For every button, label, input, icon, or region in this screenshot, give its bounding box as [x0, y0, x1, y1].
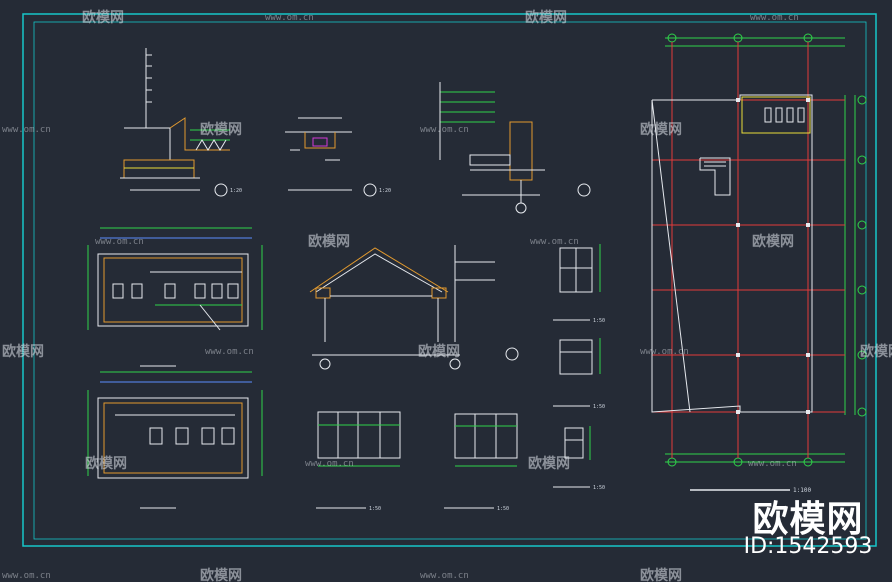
scale-label-detail-a: 1:20 — [230, 188, 242, 194]
watermark-text: 欧模网 — [640, 121, 682, 138]
detail-wall-footing: 1:20 — [120, 48, 242, 197]
watermark-url: www.om.cn — [265, 13, 314, 23]
toilet-plan-upper — [87, 227, 263, 367]
window-elevations: 1:50 1:50 — [316, 411, 518, 512]
watermark-text: 欧模网 — [528, 455, 570, 472]
watermark-text: 欧模网 — [200, 121, 242, 138]
watermark-text: 欧模网 — [752, 233, 794, 250]
watermark-url: www.om.cn — [750, 13, 799, 23]
inner-frame — [33, 21, 867, 540]
watermark-url: www.om.cn — [2, 125, 51, 135]
watermark-text: 欧模网 — [308, 233, 350, 250]
scale-label-door-c: 1:50 — [593, 485, 605, 491]
watermark-url: www.om.cn — [530, 237, 579, 247]
watermark-url: www.om.cn — [95, 237, 144, 247]
watermark-text: 欧模网 — [525, 9, 567, 26]
toilet-plan-lower — [87, 371, 263, 509]
watermark-text: 欧模网 — [640, 567, 682, 582]
watermark-url: www.om.cn — [205, 347, 254, 357]
watermark-text: 欧模网 — [418, 343, 460, 360]
door-elevations: 1:50 1:50 1:50 — [553, 244, 605, 491]
detail-wall-edge — [439, 82, 591, 214]
scale-label-door-b: 1:50 — [593, 404, 605, 410]
watermark-text: 欧模网 — [2, 343, 44, 360]
watermark-url: www.om.cn — [748, 459, 797, 469]
watermark-url: www.om.cn — [2, 571, 51, 581]
detail-drain-pit: 1:20 — [285, 117, 391, 197]
scale-label-window-a: 1:50 — [369, 506, 381, 512]
outer-frame — [22, 13, 877, 547]
watermark-text: 欧模网 — [860, 343, 892, 360]
watermark-url: www.om.cn — [640, 347, 689, 357]
watermark-layer: 欧模网 www.om.cn 欧模网 www.om.cn www.om.cn 欧模… — [2, 9, 892, 582]
watermark-text: 欧模网 — [85, 455, 127, 472]
roof-section — [309, 245, 519, 370]
scale-label-floor-plan: 1:100 — [793, 487, 811, 494]
watermark-url: www.om.cn — [420, 125, 469, 135]
brand-name: 欧模网 — [752, 499, 864, 540]
brand-id: ID:1542593 — [743, 534, 873, 559]
main-floor-plan: 1:100 — [651, 33, 867, 494]
scale-label-door-a: 1:50 — [593, 318, 605, 324]
watermark-url: www.om.cn — [420, 571, 469, 581]
scale-label-window-b: 1:50 — [497, 506, 509, 512]
watermark-text: 欧模网 — [200, 567, 242, 582]
watermark-text: 欧模网 — [82, 9, 124, 26]
scale-label-detail-b: 1:20 — [379, 188, 391, 194]
brand-block: 欧模网 ID:1542593 — [728, 490, 888, 578]
watermark-url: www.om.cn — [305, 459, 354, 469]
